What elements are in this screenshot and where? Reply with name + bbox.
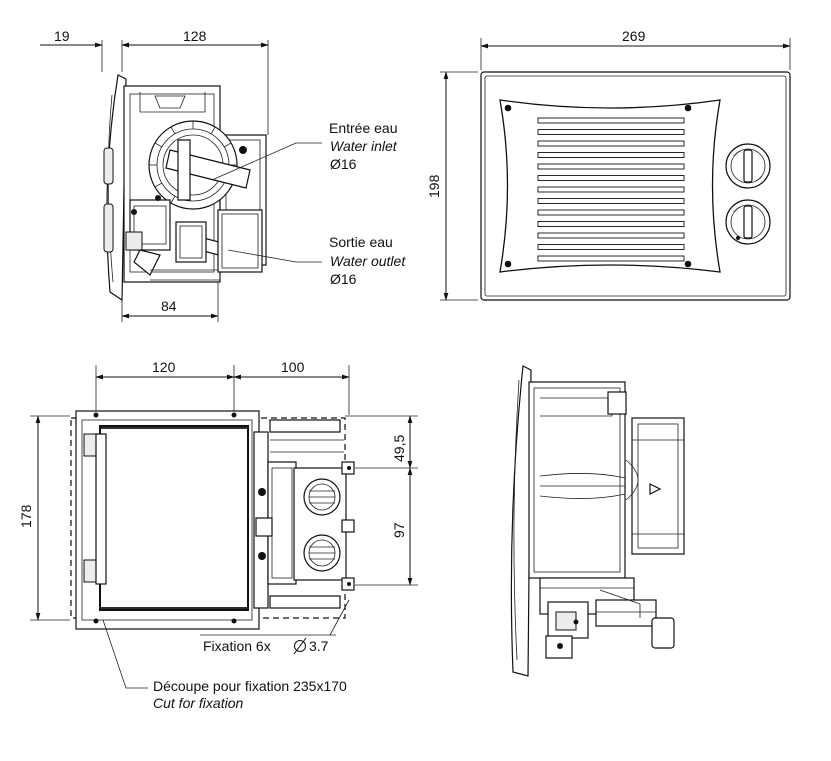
louver-slat [537, 152, 685, 158]
louver-slat [537, 186, 685, 193]
front-panel [480, 71, 791, 301]
louver-slat [537, 244, 685, 250]
knob-bottom-topview [303, 534, 341, 572]
louver-slat [537, 129, 685, 135]
knob-top [725, 143, 771, 189]
louver-slat [537, 221, 685, 227]
grille-louvers [537, 117, 685, 262]
dim-side-depth-front: 19 [54, 28, 70, 44]
dim-front-height: 198 [426, 174, 442, 198]
dim-top-width-right: 100 [281, 359, 305, 375]
dim-top-width-left: 120 [152, 359, 176, 375]
louver-slat [537, 209, 685, 216]
label-fixation: Fixation 6x [203, 638, 271, 654]
label-fixation-dia: 3.7 [309, 638, 329, 654]
louver-slat [537, 163, 685, 170]
diameter-icon [293, 637, 307, 655]
dim-top-height: 178 [18, 504, 34, 528]
label-cutout-en: Cut for fixation [153, 695, 243, 711]
label-water-inlet-dia: Ø16 [330, 156, 357, 172]
side-section-view [510, 365, 685, 677]
dim-front-width: 269 [622, 28, 646, 44]
label-cutout-fr: Découpe pour fixation 235x170 [153, 678, 347, 694]
dim-top-spacing: 97 [391, 522, 407, 538]
label-water-outlet-dia: Ø16 [330, 271, 357, 287]
label-water-outlet-fr: Sortie eau [329, 234, 393, 250]
top-view: 120 100 178 49,5 97 [18, 359, 418, 711]
louver-slat [537, 117, 685, 124]
label-water-outlet-en: Water outlet [330, 253, 406, 269]
dim-side-depth-body: 128 [183, 28, 207, 44]
dim-top-offset: 49,5 [391, 435, 407, 462]
louver-slat [537, 140, 685, 147]
dim-side-depth-bottom: 84 [161, 298, 177, 314]
knob-top-topview [303, 478, 341, 516]
label-water-inlet-fr: Entrée eau [329, 120, 398, 136]
front-plate-side [106, 74, 127, 302]
louver-slat [537, 175, 685, 181]
louver-slat [537, 198, 685, 204]
louver-slat [537, 232, 685, 239]
side-view: 19 128 [40, 28, 406, 322]
label-water-inlet-en: Water inlet [330, 138, 398, 154]
front-view: 269 198 [426, 28, 791, 301]
knob-bottom [725, 199, 771, 245]
front-grille-frame [499, 99, 721, 273]
louver-slat [537, 255, 685, 262]
